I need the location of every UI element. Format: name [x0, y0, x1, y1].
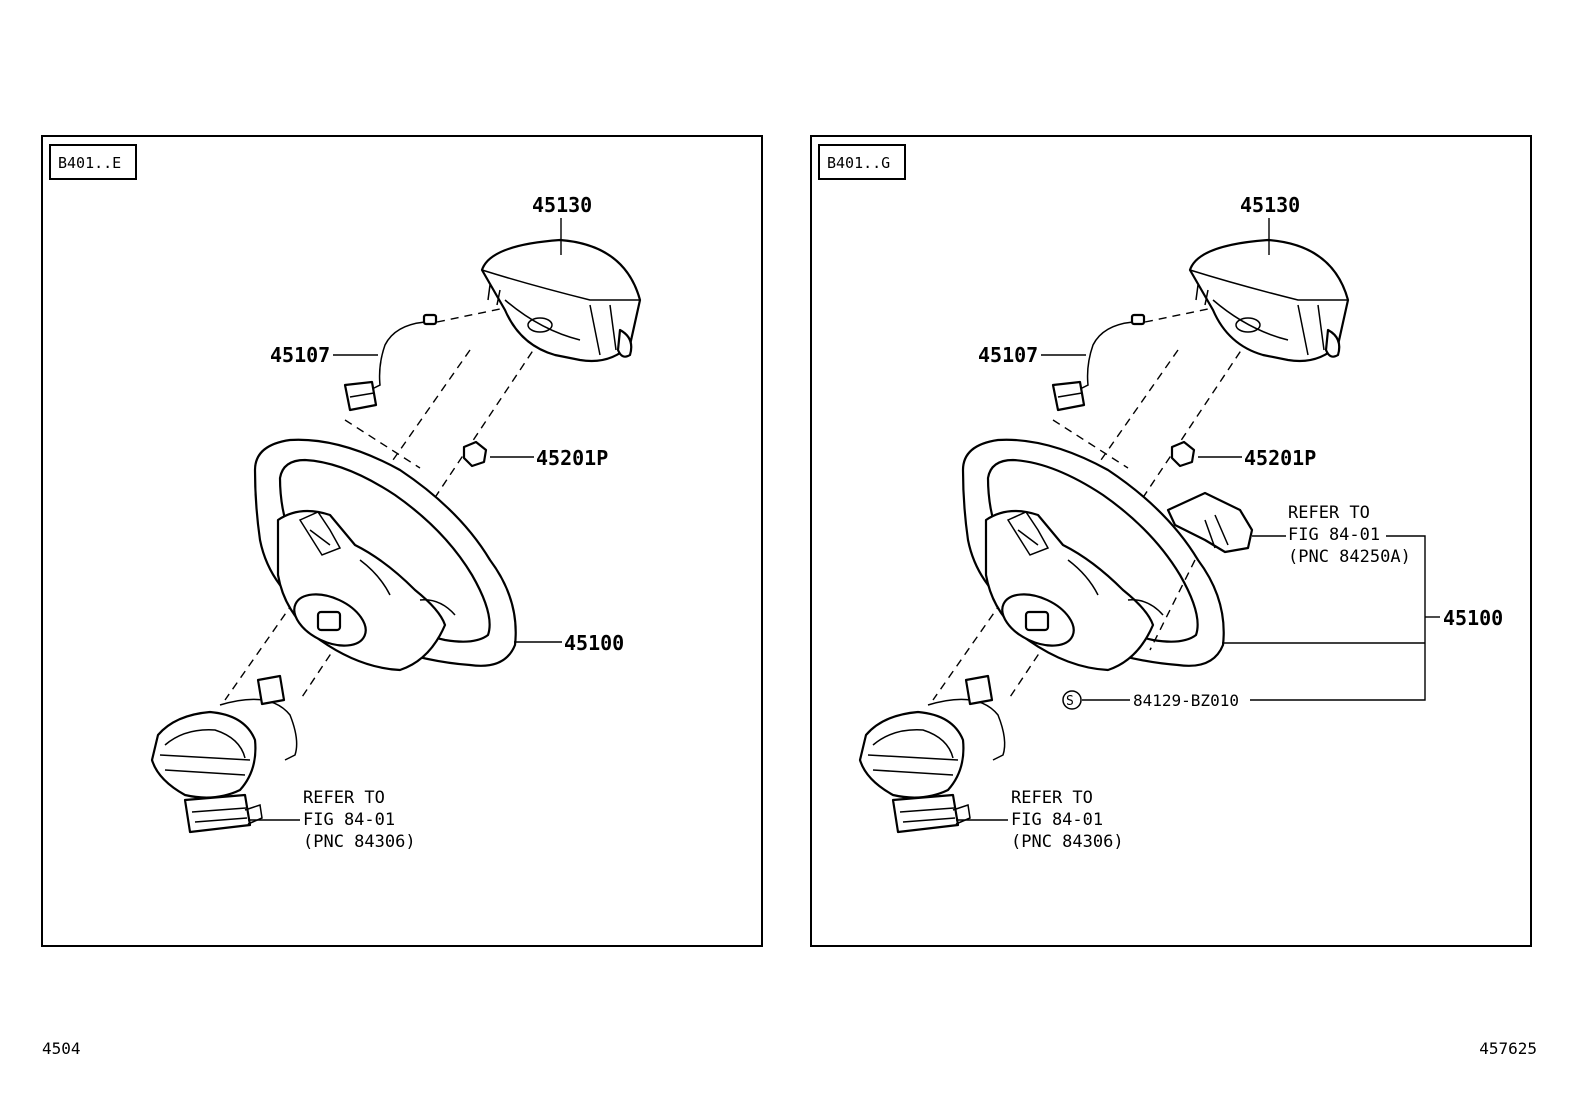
label-airbag-wire: 45107	[978, 343, 1038, 367]
refer-line-2: FIG 84-01	[1011, 810, 1103, 830]
panel-frame	[810, 135, 1532, 947]
refer-line-2: FIG 84-01	[303, 810, 395, 830]
label-screw: 84129-BZ010	[1133, 691, 1239, 710]
exploded-view	[150, 238, 642, 834]
steering-switch	[1149, 491, 1254, 651]
label-airbag-wire: 45107	[270, 343, 330, 367]
label-nut: 45201P	[536, 446, 608, 470]
refer-line-1: REFER TO	[1011, 788, 1093, 808]
panel-left: B401..E 45130 45107 45201P 45100 REFER T…	[41, 135, 763, 947]
label-steering-wheel: 45100	[564, 631, 624, 655]
variant-tag: B401..E	[58, 154, 121, 172]
variant-tag-box	[49, 144, 137, 180]
panel-frame	[41, 135, 763, 947]
figure-code-left: 4504	[42, 1039, 81, 1058]
label-airbag-pad: 45130	[532, 193, 592, 217]
refer-switch-line-1: REFER TO	[1288, 503, 1370, 523]
screw-symbol-circle	[1062, 690, 1082, 710]
variant-tag: B401..G	[827, 154, 890, 172]
label-steering-wheel: 45100	[1443, 606, 1503, 630]
refer-line-3: (PNC 84306)	[303, 832, 416, 852]
refer-line-3: (PNC 84306)	[1011, 832, 1124, 852]
illustration-code-right: 457625	[1479, 1039, 1537, 1058]
refer-switch-line-3: (PNC 84250A)	[1288, 547, 1411, 567]
refer-line-1: REFER TO	[303, 788, 385, 808]
label-nut: 45201P	[1244, 446, 1316, 470]
screw-symbol: S	[1066, 694, 1074, 709]
variant-tag-box	[818, 144, 906, 180]
refer-switch-line-2: FIG 84-01	[1288, 525, 1380, 545]
panel-right: B401..G 45130 45107 45201P 45100 REFER T…	[810, 135, 1532, 947]
label-airbag-pad: 45130	[1240, 193, 1300, 217]
